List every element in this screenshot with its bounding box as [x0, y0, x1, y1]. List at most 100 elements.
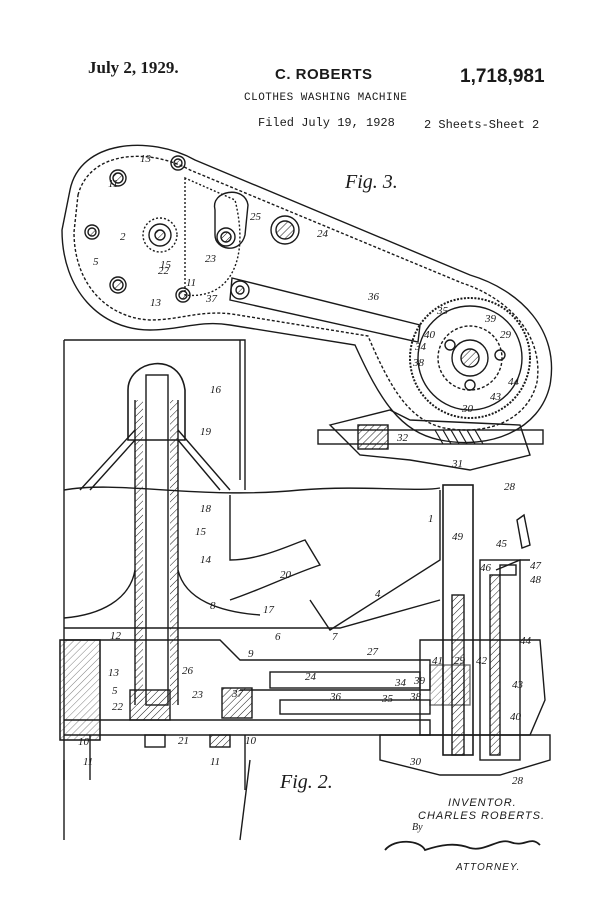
pinion-15 [142, 217, 178, 253]
agitator-flare-8 [63, 569, 261, 619]
tub-bottom-4 [229, 495, 322, 601]
ref-numeral: 23 [192, 689, 204, 701]
ref-numeral: 5 [112, 685, 118, 697]
inventor-name: CHARLES ROBERTS. [418, 810, 546, 822]
ref-numeral: 13 [150, 297, 162, 309]
fig2-label: Fig. 2. [279, 771, 333, 793]
ref-numeral: 10 [78, 736, 90, 748]
ref-numeral: 18 [200, 503, 212, 515]
ref-numeral: 6 [275, 631, 281, 643]
pivot-24 [270, 215, 300, 245]
large-gear-30 [409, 297, 531, 419]
gear-housing-27 [64, 639, 431, 691]
ref-numeral: 11 [108, 178, 118, 190]
ref-numeral: 10 [245, 735, 257, 747]
fig3-label: Fig. 3. [344, 171, 398, 193]
ref-numeral: 45 [496, 538, 508, 550]
ref-numeral: 35 [436, 305, 449, 317]
ref-numeral: 44 [508, 376, 520, 388]
ref-numeral: 24 [305, 671, 317, 683]
ref-numeral: 15 [160, 259, 172, 271]
lower-case [64, 719, 431, 736]
gear-case-inner [73, 155, 539, 431]
link-36 [229, 277, 421, 343]
ref-numeral: 2 [120, 231, 126, 243]
ref-numeral: 29 [500, 329, 512, 341]
ref-numeral: 23 [205, 253, 217, 265]
ref-numeral: 29 [454, 655, 466, 667]
ref-numeral: 21 [178, 735, 189, 747]
ref-numeral: 14 [200, 554, 212, 566]
base-30 [379, 734, 551, 776]
tub-wall [64, 339, 246, 490]
gearbox-44 [419, 639, 546, 736]
ref-numeral: 28 [504, 481, 516, 493]
ref-numeral: 22 [158, 265, 170, 277]
ref-numeral: 41 [432, 655, 443, 667]
agitator-vanes-19 [79, 429, 231, 491]
patent-number: 1,718,981 [460, 66, 545, 87]
fig2-drawing [59, 339, 551, 841]
pin-37 [230, 280, 250, 300]
ref-numeral: 27 [367, 646, 379, 658]
attorney-signature [384, 840, 541, 852]
ref-numeral: 46 [480, 562, 492, 574]
ref-numeral: 38 [409, 691, 422, 703]
filing-date: Filed July 19, 1928 [258, 116, 395, 130]
ref-numeral: 11 [186, 277, 196, 289]
ref-numeral: 28 [512, 775, 524, 787]
ref-numeral: 12 [110, 630, 122, 642]
worm-shaft-32 [317, 429, 544, 445]
inventor-surname: C. ROBERTS [275, 66, 373, 83]
ref-numeral: 42 [476, 655, 488, 667]
ref-numeral: 13 [140, 153, 152, 165]
ref-numeral: 49 [452, 531, 464, 543]
ref-numeral: 30 [461, 403, 474, 415]
handle-45 [516, 513, 531, 549]
sheet-count: 2 Sheets-Sheet 2 [424, 118, 540, 132]
attorney-label: ATTORNEY. [456, 862, 521, 873]
link-36-fig2 [279, 699, 431, 715]
hub-11-top [109, 169, 127, 187]
ref-numeral: 30 [409, 756, 422, 768]
ref-numeral: 22 [112, 701, 124, 713]
lever-housing-46 [479, 559, 521, 761]
ref-numeral: 26 [182, 665, 194, 677]
hub-11-top-fill [112, 172, 124, 184]
ref-numeral: 43 [512, 679, 524, 691]
ref-numeral: 11 [210, 756, 220, 768]
ref-numeral: 16 [210, 384, 222, 396]
gear-case-outline [61, 144, 553, 444]
ref-numeral: 4 [375, 588, 381, 600]
ref-numeral: 38 [412, 357, 425, 369]
ref-numeral: 39 [413, 675, 426, 687]
agitator-dome-16 [127, 362, 186, 441]
ref-numeral: 32 [396, 432, 409, 444]
ref-numeral: 40 [424, 329, 436, 341]
ref-numeral: 7 [332, 631, 338, 643]
ref-numeral: 19 [200, 426, 212, 438]
ref-numeral: 9 [248, 648, 254, 660]
ref-numeral: 48 [530, 574, 542, 586]
ref-numeral: 35 [381, 693, 394, 705]
sector-gear [184, 176, 241, 297]
worm-31 [434, 429, 484, 445]
worm-housing [328, 409, 531, 471]
ref-numeral: 44 [520, 635, 532, 647]
ref-numeral: 17 [263, 604, 275, 616]
ref-numeral: 8 [210, 600, 216, 612]
ref-numeral: 24 [317, 228, 329, 240]
fig3-drawing [61, 144, 553, 471]
base-plate-17 [64, 599, 441, 629]
ref-numeral: 37 [231, 688, 244, 700]
by-label: By [412, 822, 423, 833]
hub-11-bottom [109, 276, 127, 294]
ref-numeral: 5 [93, 256, 99, 268]
water-line [63, 486, 441, 494]
ref-numeral: 31 [451, 458, 463, 470]
ref-numeral: 40 [510, 711, 522, 723]
crank-slot-25 [214, 191, 249, 249]
